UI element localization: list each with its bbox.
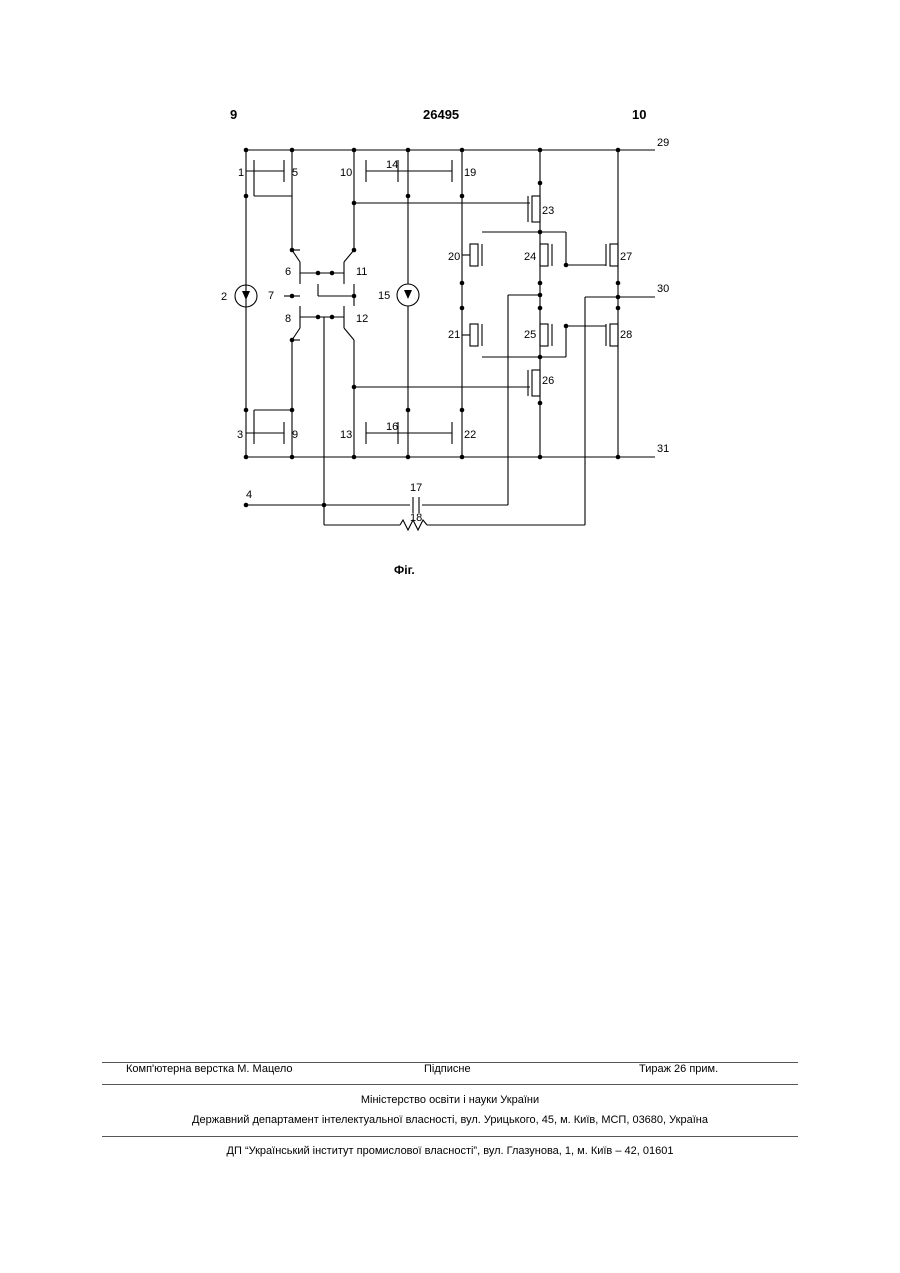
institute: ДП “Український інститут промислової вла… [102,1145,798,1157]
label-26: 26 [542,375,554,387]
label-13: 13 [340,429,352,441]
label-6: 6 [285,266,291,278]
label-3: 3 [237,429,243,441]
circulation: Тираж 26 прим. [639,1063,718,1075]
circuit-diagram: 1 2 3 4 5 6 7 8 9 10 11 12 13 14 15 16 1… [0,0,900,620]
label-25: 25 [524,329,536,341]
label-23: 23 [542,205,554,217]
label-17: 17 [410,482,422,494]
label-22: 22 [464,429,476,441]
label-5: 5 [292,167,298,179]
label-24: 24 [524,251,536,263]
label-16: 16 [386,421,398,433]
label-8: 8 [285,313,291,325]
label-9: 9 [292,429,298,441]
label-4: 4 [246,489,252,501]
label-21: 21 [448,329,460,341]
footer-rule-middle [102,1084,798,1085]
ministry: Міністерство освіти і науки України [102,1094,798,1106]
label-31: 31 [657,443,669,455]
label-14: 14 [386,159,398,171]
label-10: 10 [340,167,352,179]
signed-label: Підписне [424,1063,471,1075]
figure-caption: Фіг. [394,563,415,577]
label-19: 19 [464,167,476,179]
label-12: 12 [356,313,368,325]
label-29: 29 [657,137,669,149]
label-7: 7 [268,290,274,302]
label-28: 28 [620,329,632,341]
label-15: 15 [378,290,390,302]
layout-credit: Комп'ютерна верстка М. Мацело [126,1063,293,1075]
label-27: 27 [620,251,632,263]
label-20: 20 [448,251,460,263]
footer-rule-bottom [102,1136,798,1137]
label-2: 2 [221,291,227,303]
label-1: 1 [238,167,244,179]
department: Державний департамент інтелектуальної вл… [102,1114,798,1126]
label-18: 18 [410,512,422,524]
label-30: 30 [657,283,669,295]
label-11: 11 [356,266,367,278]
